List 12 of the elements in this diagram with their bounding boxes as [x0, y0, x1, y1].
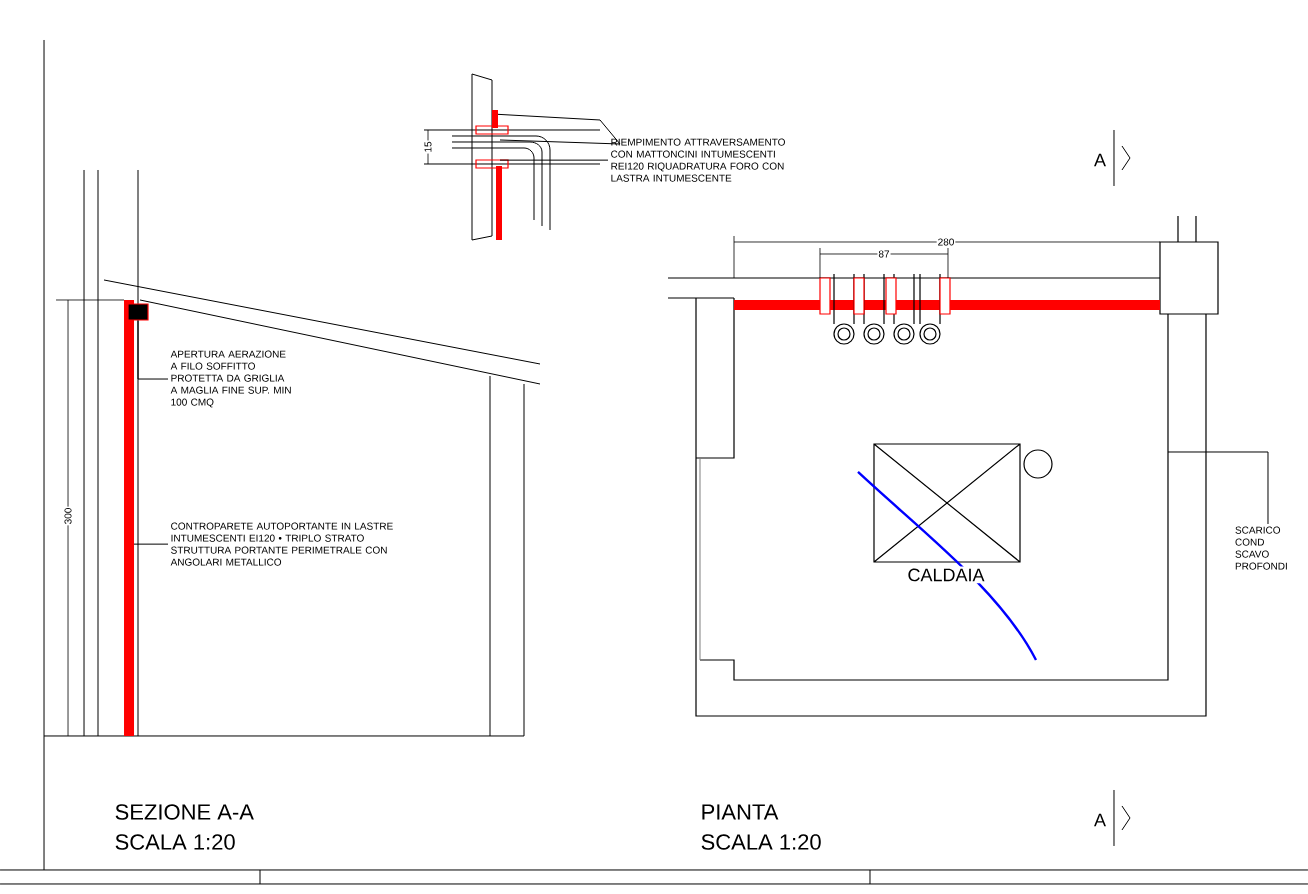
boiler-label: CALDAIA: [905, 566, 987, 584]
leader-line: [137, 320, 169, 380]
vent-grille: [127, 303, 149, 321]
scale-label: SCALA 1:20: [115, 834, 235, 850]
section-letter: A: [1094, 813, 1106, 827]
leader-line: [133, 543, 169, 545]
view-title: SEZIONE A-A: [115, 804, 254, 820]
section-letter: A: [1094, 153, 1106, 167]
scale-label: SCALA 1:20: [701, 834, 821, 850]
leader-line: [499, 159, 609, 161]
view-title: PIANTA: [702, 804, 779, 820]
leader-line: [1167, 451, 1269, 525]
